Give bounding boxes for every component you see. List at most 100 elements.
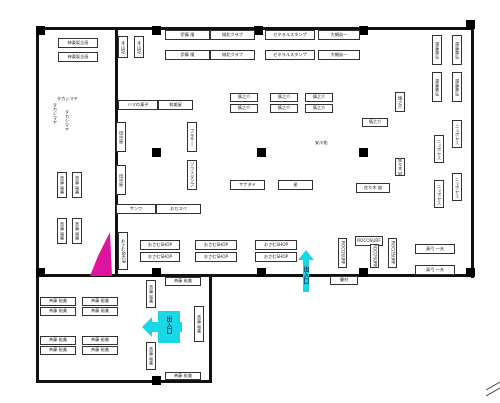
booth-saito: 斉藤 裕美 [82,336,118,345]
booth-kodama: 和美屋 [158,100,193,110]
booth-sanadaya: サナダヤ [230,180,265,190]
booth-top: 伊藤 隆 [165,30,210,40]
booth-osamu-shop: おさむSHOP [255,252,297,262]
booth-osamu-vertical: おさむSHOP [118,232,128,270]
pillar [254,26,263,35]
booth-shinnosuke: 慎之介 [230,93,258,102]
booth-saito: 斉藤 裕美 [82,297,118,306]
booth-saito: 斉藤 裕美 [40,307,76,316]
wall-inner-left [115,27,118,277]
booth-tanakaya: 田中屋 [116,122,126,152]
booth-saito: 斉藤 裕美 [82,346,118,355]
pillar [152,376,161,385]
booth-sasaki: 佐々木 誠 [395,158,405,176]
booth-rocosurf: ROCOSURF [355,236,383,246]
pillar [257,148,266,157]
booth-rocosurf: ROCOSURF [370,244,379,268]
entrance-arrow [298,250,314,292]
highlight-marker [90,232,112,276]
booth-saito: 斉藤 裕美 [57,218,67,244]
booth-chubu: 神楽坂企画 [58,38,98,48]
booth-shimokita: 湯藤美弘 [452,72,462,102]
booth-shinnosuke: 慎之介 [270,104,298,113]
pillar [466,20,475,29]
entrance-box [158,311,180,343]
booth-kikyuu: 寺山記 [134,36,144,58]
pillar [359,148,368,157]
booth-nihonyasu: ニッポヤス [452,120,462,148]
wall-right [471,27,474,278]
booth-hoshi: 星 [278,180,313,190]
booth-top: 城北クラブ [210,30,255,40]
booth-shimokita: 湯藤美弘 [432,72,442,102]
booth-saito: 斉藤 裕美 [40,336,76,345]
pillar [36,268,45,277]
booth-saito: 斉藤 裕美 [40,297,76,306]
booth-top: ゼネラルスタンプ [265,30,315,40]
booth-hamanoka: ハマの菓子 [118,100,158,110]
booth-saito: 斉藤 裕美 [146,280,156,308]
booth-shinnosuke-right: 慎之介 [362,118,388,127]
wall-mid [36,274,474,277]
booth-top: ゼネラルスタンプ [265,50,315,60]
booth-osamu-shop: おさむSHOP [140,252,180,262]
booth-saito: 斉藤 裕美 [40,346,76,355]
booth-top: 城北クラブ [210,50,255,60]
booth-tanakaya: 田中屋 [116,165,126,195]
booth-saito: 斉藤 裕美 [82,307,118,316]
booth-shinnosuke-right: 慎之介 [395,92,405,112]
booth-saito: 斉藤 裕美 [72,172,82,198]
booth-yuka: 優村 [330,276,358,285]
booth-kikyuu: 寺山記 [118,36,128,58]
booth-shimokita: 湯藤美弘 [432,35,442,65]
label-takashimaya: タカシマヤ [53,103,58,124]
booth-chubu: 神楽坂企画 [58,52,98,62]
pillar [359,268,368,277]
booth-osamu-shop: おさむSHOP [195,240,237,250]
pillar [257,268,266,277]
booth-shinnosuke: 慎之介 [270,93,298,102]
booth-osamu-shop: おさむSHOP [140,240,180,250]
booth-saito: 斉藤 裕美 [146,342,156,370]
label-yasuda: 安川佑 [315,140,328,145]
booth-top: 大槻眞一 [318,30,360,40]
booth-rocosurf: ROCOSURF [338,238,347,268]
booth-rocosurf: ROCOSURF [388,238,397,268]
wall-bottom [36,380,212,383]
entrance-label: 出入口 [302,266,309,284]
booth-shinnosuke: 慎之介 [305,104,333,113]
entrance-label: 出入口 [165,316,172,334]
pillar [152,268,161,277]
corner-mark [486,382,500,397]
label-takashimaya: タカシマヤ [57,96,78,101]
label-takashimaya: タカシマヤ [65,110,70,131]
booth-top: 伊藤 隆 [165,50,210,60]
booth-saito: 斉藤 裕美 [194,306,204,342]
booth-zou: ゾウスタンプ [187,160,197,190]
pillar [359,26,368,35]
booth-odasube: おだスペ [156,204,201,214]
wall-lower-right [209,274,212,383]
wall-left-upper [36,27,39,277]
booth-saito: 斉藤 裕美 [57,172,67,198]
booth-sasaki: 佐々木 誠 [356,183,390,193]
booth-osamu-shop: おさむSHOP [255,240,297,250]
booth-sanwa: サンワ [116,204,156,214]
booth-saito: 斉藤 裕美 [165,372,201,380]
booth-saito: 斉藤 裕美 [165,277,201,286]
pillar [36,26,45,35]
booth-shinnosuke: 慎之介 [305,93,333,102]
wall-left-lower [36,274,39,382]
booth-nihonyasu: ニッポヤス [434,135,444,163]
booth-shinnosuke: 慎之介 [230,104,258,113]
booth-kasumi: ブラザー [187,122,197,152]
booth-nihonyasu: ニッポヤス [452,173,462,201]
booth-osamu-shop: おさむSHOP [195,252,237,262]
booth-mayumi: 真弓 一夫 [415,265,455,275]
booth-shimokita: 湯藤美弘 [452,35,462,65]
pillar [466,268,475,277]
pillar [152,148,161,157]
booth-saito: 斉藤 裕美 [72,218,82,244]
booth-nihonyasu: ニッポヤス [434,180,444,208]
